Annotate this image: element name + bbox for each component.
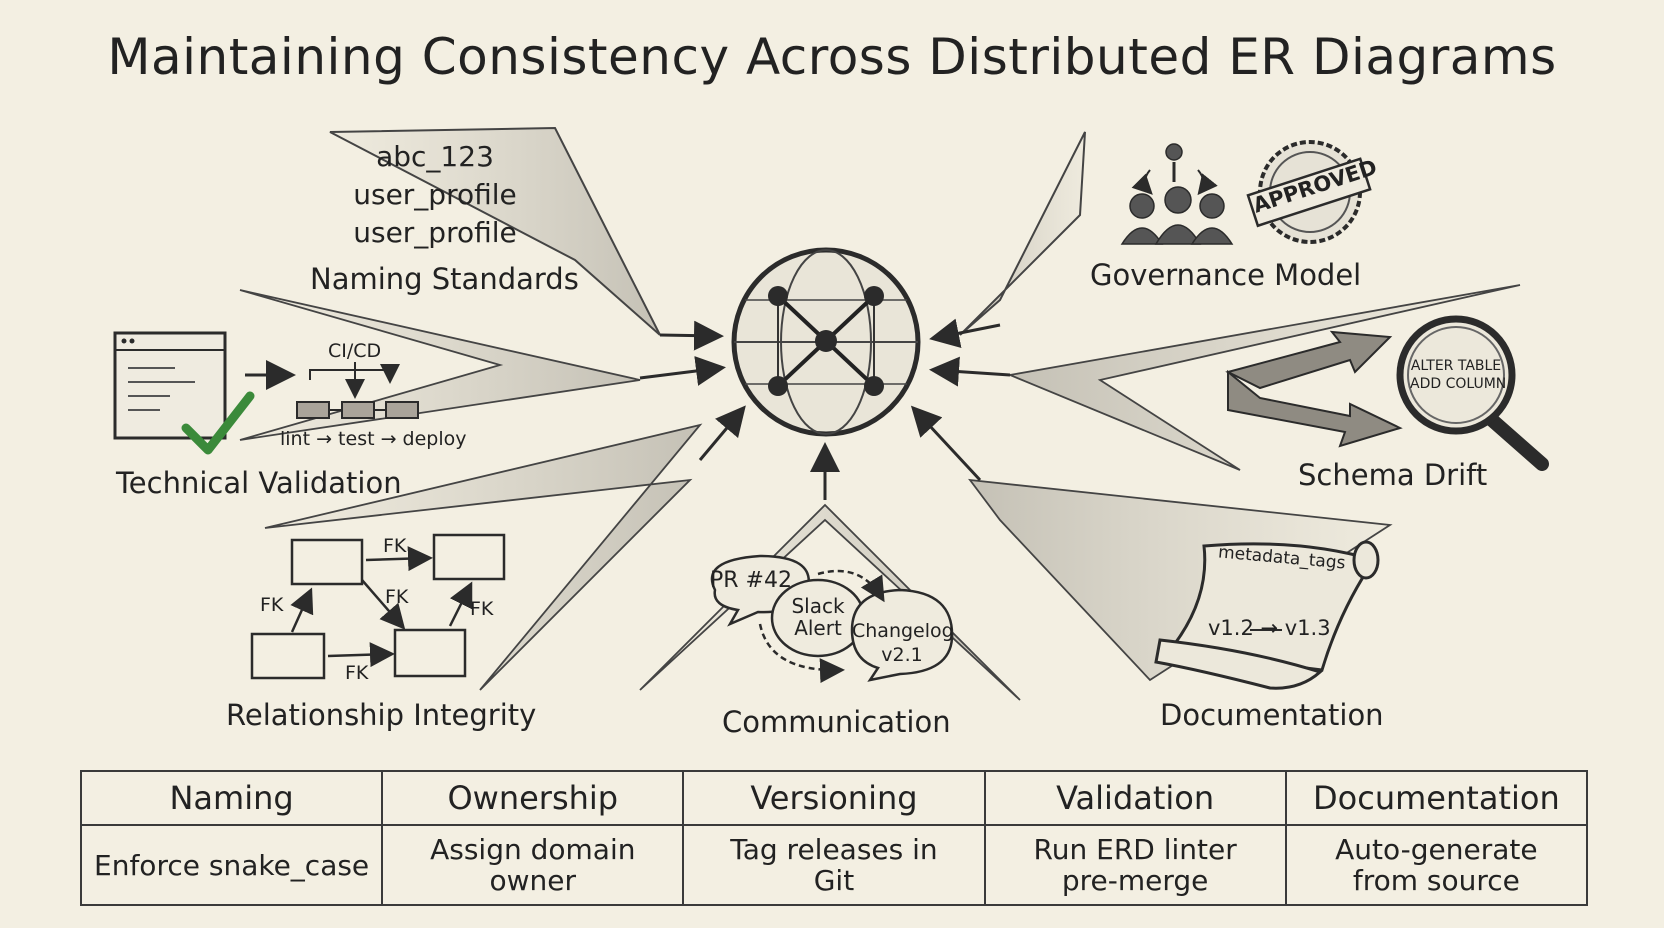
- naming-example: abc_123: [376, 140, 494, 173]
- fk-label: FK: [470, 598, 494, 620]
- er-boxes: [250, 533, 506, 680]
- drift-arrows-icon: [1225, 330, 1403, 448]
- checkmark-icon: [181, 391, 255, 455]
- wedge-naming: [329, 126, 724, 351]
- table-header-naming: Naming: [79, 770, 384, 826]
- cell-line: from source: [1352, 864, 1520, 897]
- wedge-documentation: [910, 405, 1393, 682]
- naming-examples: abc_123 user_profile user_profile: [330, 138, 540, 252]
- pipeline-steps: lint → test → deploy: [280, 428, 467, 450]
- entity-box: [290, 538, 364, 586]
- table-header-row: Naming Ownership Versioning Validation D…: [79, 770, 1589, 826]
- bubble-slack-line2: Alert: [794, 616, 842, 640]
- table-header-versioning: Versioning: [682, 770, 986, 826]
- bubble-changelog-line2: v2.1: [881, 644, 923, 666]
- cell-line: owner: [489, 864, 577, 897]
- governance-model-label: Governance Model: [1090, 258, 1362, 292]
- bubble-pr-text: PR #42: [710, 568, 792, 593]
- fk-label: FK: [385, 586, 409, 608]
- bubble-slack-line1: Slack: [791, 594, 845, 618]
- entity-box: [393, 628, 467, 678]
- cell-line: pre-merge: [1061, 864, 1209, 897]
- fk-label: FK: [260, 594, 284, 616]
- cell-line: Tag releases in: [730, 833, 938, 866]
- lens-line-1: ALTER TABLE: [1410, 358, 1502, 374]
- cell-line: Auto-generate: [1335, 833, 1538, 866]
- table-header-ownership: Ownership: [381, 770, 685, 826]
- cell-line: Assign domain: [430, 833, 636, 866]
- fk-arrows: [290, 546, 473, 668]
- scroll-version-text: v1.2 → v1.3: [1208, 616, 1331, 640]
- table-header-validation: Validation: [983, 770, 1287, 826]
- table-header-documentation: Documentation: [1284, 770, 1589, 826]
- magnifier-icon: [1396, 315, 1549, 471]
- naming-example: user_profile: [353, 178, 517, 211]
- entity-box: [432, 533, 506, 581]
- communication-label: Communication: [722, 705, 951, 739]
- cell-line: Run ERD linter: [1033, 833, 1237, 866]
- lens-line-2: ADD COLUMN: [1410, 376, 1507, 392]
- wedge-relationship: [264, 405, 746, 691]
- scroll-icon: [1154, 540, 1380, 690]
- cell-line: Git: [813, 864, 855, 897]
- relationship-integrity-label: Relationship Integrity: [226, 698, 537, 732]
- technical-validation-label: Technical Validation: [116, 466, 402, 500]
- chat-bubbles-icon: [710, 554, 954, 684]
- fk-label: FK: [383, 535, 407, 557]
- wedge-technical: [239, 289, 726, 441]
- people-icon: [1120, 143, 1234, 245]
- approved-stamp-icon: [1246, 140, 1372, 244]
- wedge-communication: [639, 442, 1021, 701]
- schema-drift-label: Schema Drift: [1298, 458, 1488, 492]
- code-window-icon: [113, 331, 227, 440]
- naming-standards-label: Naming Standards: [310, 262, 579, 296]
- entity-box: [250, 632, 326, 680]
- table-cell-naming: Enforce snake_case: [79, 824, 384, 906]
- wedge-drift: [929, 284, 1521, 471]
- page-title: Maintaining Consistency Across Distribut…: [107, 28, 1557, 86]
- summary-table: Naming Ownership Versioning Validation D…: [79, 770, 1589, 906]
- documentation-label: Documentation: [1160, 698, 1384, 732]
- cell-line: Enforce snake_case: [94, 848, 370, 882]
- bubble-changelog-line1: Changelog: [852, 620, 954, 642]
- wedge-governance: [929, 131, 1086, 349]
- pipeline-title: CI/CD: [328, 340, 382, 362]
- network-globe-icon: [731, 247, 921, 437]
- fk-label: FK: [345, 662, 369, 684]
- pipeline-icon: [296, 362, 419, 419]
- naming-example: user_profile: [353, 216, 517, 249]
